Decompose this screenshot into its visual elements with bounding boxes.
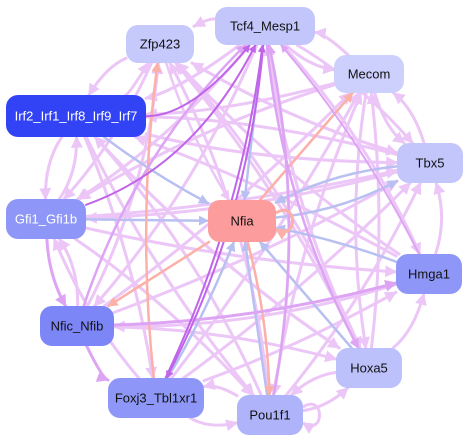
edge-pou1f1-to-tcf4 <box>266 43 291 397</box>
edge-tcf4-to-mecom <box>284 43 336 75</box>
node-mecom-label: Mecom <box>348 67 391 82</box>
edge-hoxa5-to-irf <box>93 135 341 350</box>
node-irf-box <box>6 95 146 137</box>
edge-gfi1-to-tcf4 <box>85 44 257 206</box>
edge-nfic-to-tbx5 <box>112 180 399 314</box>
node-pou1f1-label: Pou1f1 <box>249 408 290 423</box>
node-hoxa5-label: Hoxa5 <box>350 361 388 376</box>
node-pou1f1[interactable]: Pou1f1 <box>237 395 303 435</box>
edge-foxj3-to-zfp423 <box>144 61 162 380</box>
self-loop-nfia <box>274 208 294 240</box>
edge-hoxa5-to-nfia <box>258 240 353 350</box>
edge-nfic-to-hoxa5 <box>112 325 338 363</box>
node-tbx5-label: Tbx5 <box>416 156 445 171</box>
self-loop-pou1f1 <box>301 402 321 434</box>
node-foxj3-box <box>108 378 204 418</box>
edge-nfia-to-nfic <box>107 240 211 308</box>
edge-tcf4-to-hoxa5 <box>265 43 360 350</box>
edge-hmga1-to-tbx5 <box>433 181 446 256</box>
edge-hmga1-to-tcf4 <box>280 44 420 255</box>
node-mecom-box <box>334 55 404 93</box>
node-nfia[interactable]: Nfia <box>208 200 276 242</box>
edge-irf-to-foxj3 <box>83 135 158 380</box>
edge-irf-to-tcf4 <box>145 44 251 118</box>
edge-tcf4-to-hmga1 <box>281 43 422 256</box>
edge-foxj3-to-hmga1 <box>202 290 398 383</box>
node-tcf4-label: Tcf4_Mesp1 <box>230 19 300 34</box>
node-tbx5[interactable]: Tbx5 <box>397 143 463 183</box>
edge-nfia-to-mecom <box>258 91 354 202</box>
edge-mecom-to-gfi1 <box>77 83 336 201</box>
node-foxj3[interactable]: Foxj3_Tbl1xr1 <box>108 378 204 418</box>
edge-hoxa5-to-hmga1 <box>391 292 427 350</box>
edge-gfi1-to-hmga1 <box>84 226 398 278</box>
edge-hoxa5-to-pou1f1 <box>289 370 338 397</box>
edge-foxj3-to-pou1f1 <box>188 416 239 432</box>
node-irf[interactable]: Irf2_Irf1_Irf8_Irf9_Irf7 <box>6 95 146 137</box>
node-irf-label: Irf2_Irf1_Irf8_Irf9_Irf7 <box>15 109 138 124</box>
edge-pou1f1-to-irf <box>93 135 263 397</box>
edge-foxj3-to-nfia <box>166 240 236 380</box>
edge-irf-to-nfia <box>102 135 210 205</box>
node-pou1f1-box <box>237 395 303 435</box>
edge-hoxa5-to-mecom <box>366 91 381 350</box>
edge-mecom-to-tcf4 <box>313 27 350 57</box>
node-gfi1-label: Gfi1_Gfi1b <box>15 212 77 227</box>
node-zfp423-label: Zfp423 <box>140 37 180 52</box>
edge-gfi1-to-irf <box>58 135 83 201</box>
node-tbx5-box <box>397 143 463 183</box>
node-tcf4-box <box>215 7 315 45</box>
edge-nfic-to-tcf4 <box>82 43 247 308</box>
edge-mecom-to-hoxa5 <box>354 91 371 350</box>
edge-irf-to-tbx5 <box>144 132 399 169</box>
node-nfic[interactable]: Nfic_Nfib <box>40 306 114 346</box>
edge-layer <box>39 15 446 432</box>
node-hmga1-box <box>396 254 462 294</box>
edge-tcf4-to-zfp423 <box>192 15 217 28</box>
node-tcf4[interactable]: Tcf4_Mesp1 <box>215 7 315 45</box>
node-hmga1[interactable]: Hmga1 <box>396 254 462 294</box>
edge-irf-to-zfp423 <box>124 61 150 97</box>
edge-pou1f1-to-hoxa5 <box>301 386 350 413</box>
node-hoxa5[interactable]: Hoxa5 <box>336 348 402 388</box>
node-hmga1-label: Hmga1 <box>408 267 450 282</box>
node-hoxa5-box <box>336 348 402 388</box>
node-gfi1-box <box>6 199 86 239</box>
edge-tbx5-to-mecom <box>392 91 426 145</box>
node-nfic-box <box>40 306 114 346</box>
edge-nfic-to-hmga1 <box>112 280 398 327</box>
node-zfp423[interactable]: Zfp423 <box>126 25 194 63</box>
node-zfp423-box <box>126 25 194 63</box>
edge-pou1f1-to-nfia <box>241 240 269 397</box>
node-layer: Tcf4_Mesp1Zfp423MecomIrf2_Irf1_Irf8_Irf9… <box>6 7 463 435</box>
edge-hmga1-to-irf <box>133 134 398 258</box>
node-mecom[interactable]: Mecom <box>334 55 404 93</box>
node-nfia-box <box>208 200 276 242</box>
edge-zfp423-to-irf <box>87 56 128 97</box>
node-foxj3-label: Foxj3_Tbl1xr1 <box>115 391 197 406</box>
node-nfic-label: Nfic_Nfib <box>51 319 104 334</box>
node-gfi1[interactable]: Gfi1_Gfi1b <box>6 199 86 239</box>
edge-pou1f1-to-foxj3 <box>202 378 239 398</box>
node-nfia-label: Nfia <box>230 214 254 229</box>
self-loop-layer <box>274 208 321 434</box>
edge-gfi1-to-nfic <box>45 237 68 308</box>
edge-nfic-to-foxj3 <box>85 344 110 382</box>
edge-irf-to-gfi1 <box>39 135 64 201</box>
edge-nfia-to-pou1f1 <box>246 240 275 397</box>
edge-tcf4-to-nfic <box>93 43 259 308</box>
edge-gfi1-to-pou1f1 <box>73 237 254 397</box>
